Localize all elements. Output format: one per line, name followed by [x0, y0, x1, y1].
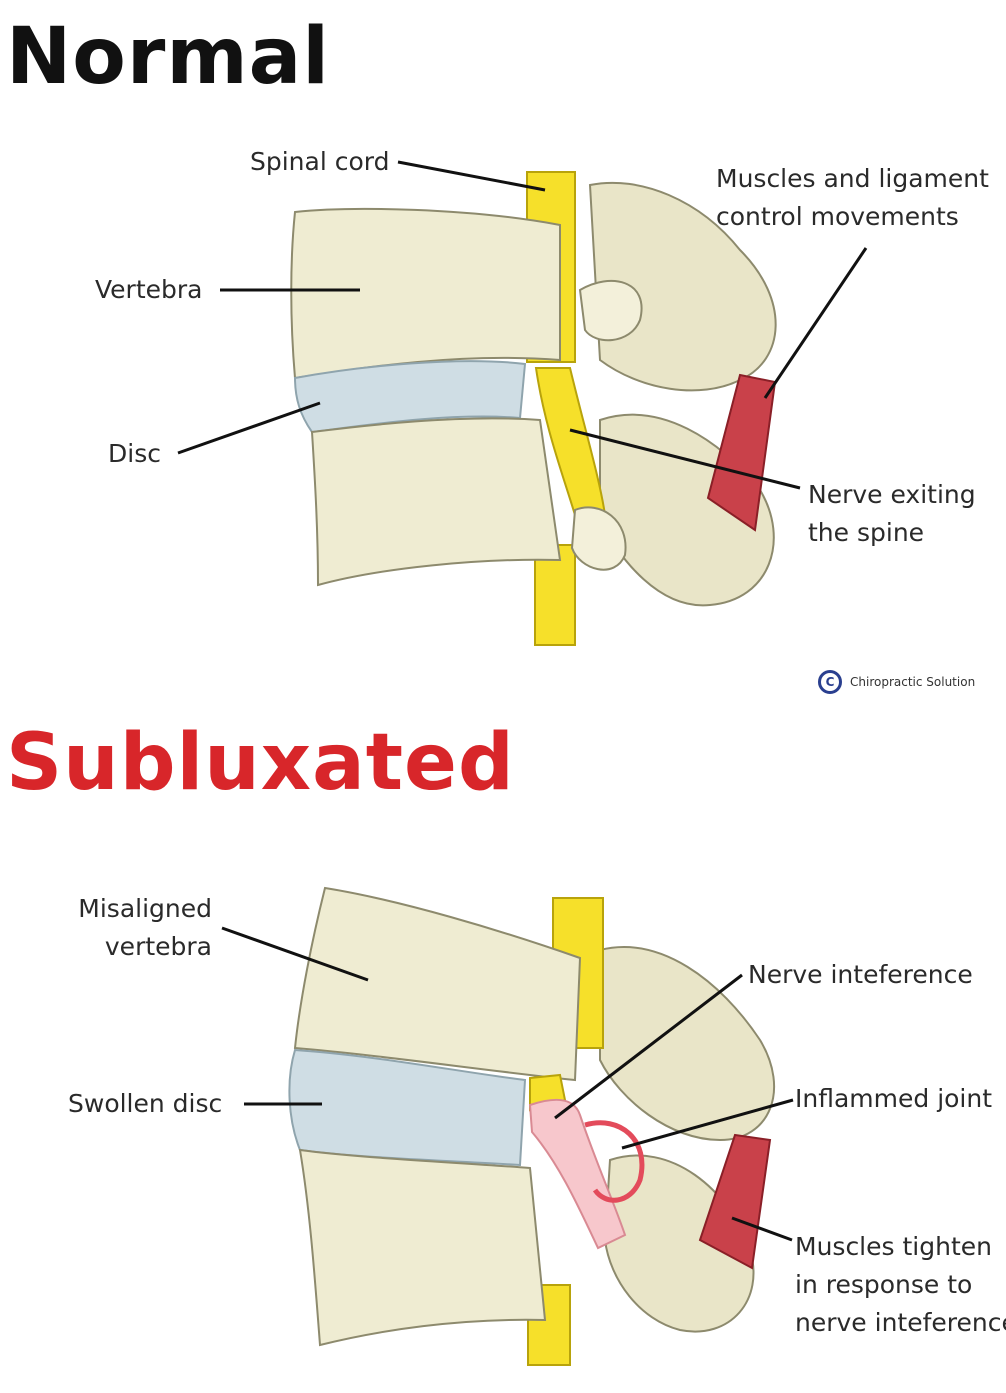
- sub-lower-vertebra: [298, 1148, 547, 1347]
- leader-disc: [177, 401, 321, 455]
- normal-facet-lower: [570, 506, 627, 571]
- label-nerve-interference: Nerve inteference: [748, 960, 973, 989]
- label-misaligned-vertebra: Misaligned vertebra: [60, 890, 212, 966]
- label-spinal-cord: Spinal cord: [250, 147, 390, 176]
- sub-leader-lines: [221, 926, 794, 1242]
- label-vertebra: Vertebra: [95, 275, 203, 304]
- sub-upper-vertebra: [293, 886, 582, 1082]
- normal-posterior-process-upper: [588, 181, 777, 392]
- label-swollen-disc: Swollen disc: [68, 1089, 223, 1118]
- label-muscles-ligament: Muscles and ligament control movements: [716, 160, 989, 236]
- leader-muscles-tighten: [731, 1216, 793, 1242]
- label-nerve-exiting: Nerve exiting the spine: [808, 476, 976, 552]
- copyright-icon: C: [818, 670, 842, 694]
- subluxated-spine-illustration: [221, 886, 794, 1366]
- sub-muscle: [698, 1133, 772, 1270]
- normal-facet-upper: [578, 279, 643, 342]
- leader-nerve: [569, 428, 801, 490]
- leader-misaligned: [221, 926, 369, 982]
- label-muscles-tighten-line1: Muscles tighten: [795, 1232, 992, 1261]
- copyright-text: Chiropractic Solution: [850, 675, 976, 689]
- leader-nerve-interference: [554, 973, 743, 1120]
- normal-leader-lines: [177, 160, 868, 490]
- label-nerve-line1: Nerve exiting: [808, 480, 976, 509]
- normal-lower-vertebra: [310, 417, 562, 587]
- copyright-notice: C Chiropractic Solution: [818, 670, 975, 694]
- label-disc: Disc: [108, 439, 161, 468]
- leader-inflamed-joint: [621, 1098, 794, 1150]
- label-nerve-line2: the spine: [808, 518, 925, 547]
- label-muscles-tighten-line2: in response to: [795, 1270, 973, 1299]
- label-misaligned-line2: vertebra: [104, 932, 212, 961]
- leader-muscles: [763, 247, 868, 399]
- label-muscles-tighten-line3: nerve inteference: [795, 1308, 1006, 1337]
- normal-heading: Normal: [6, 12, 330, 102]
- label-muscles-line1: Muscles and ligament: [716, 164, 989, 193]
- normal-disc: [293, 360, 527, 434]
- normal-upper-vertebra: [290, 207, 561, 380]
- label-muscles-tighten: Muscles tighten in response to nerve int…: [795, 1228, 1006, 1342]
- normal-muscle: [706, 373, 777, 532]
- subluxated-heading: Subluxated: [6, 718, 515, 808]
- sub-posterior-process-upper: [599, 946, 776, 1142]
- normal-spine-illustration: [177, 160, 868, 646]
- label-muscles-line2: control movements: [716, 202, 959, 231]
- label-misaligned-line1: Misaligned: [78, 894, 212, 923]
- sub-swollen-disc: [288, 1048, 527, 1167]
- leader-spinal-cord: [397, 160, 546, 192]
- sub-inflamed-joint: [584, 1120, 645, 1203]
- label-inflamed-joint: Inflammed joint: [795, 1084, 993, 1113]
